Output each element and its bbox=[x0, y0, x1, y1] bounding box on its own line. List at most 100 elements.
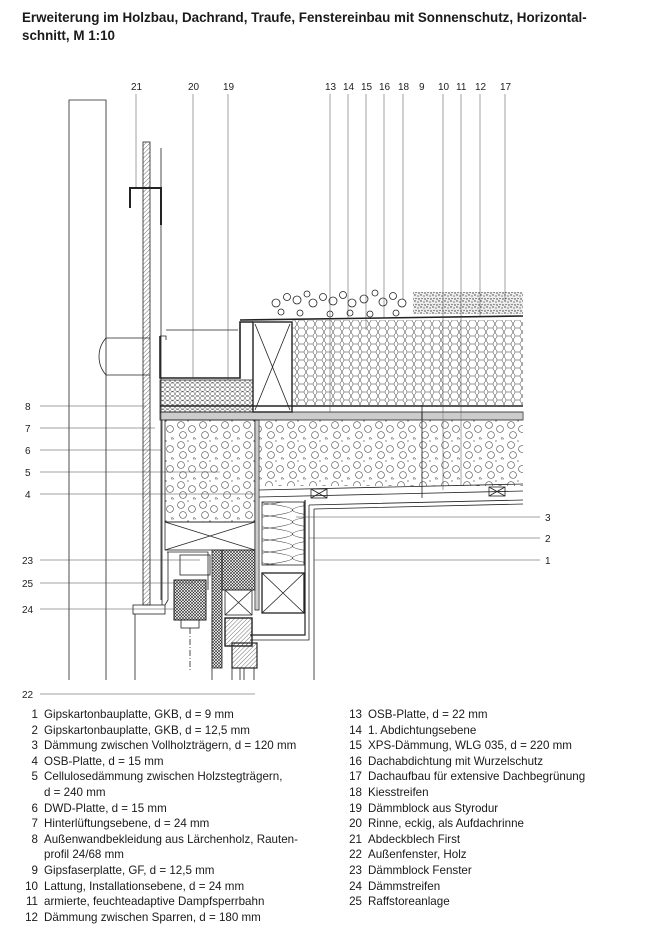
legend-item: 5 Cellulosedämmung zwischen Holzstegträge… bbox=[18, 769, 338, 800]
legend-number: 23 bbox=[349, 863, 362, 877]
legend-number: 3 bbox=[31, 739, 38, 753]
callout-16: 16 bbox=[379, 82, 391, 93]
legend-text: Dachaufbau für extensive Dachbegrünung bbox=[368, 770, 586, 784]
legend-text: Gipsfaserplatte, GF, d = 12,5 mm bbox=[44, 863, 215, 877]
leader-lines bbox=[40, 94, 540, 695]
legend-number: 19 bbox=[349, 801, 362, 815]
legend-text: Dämmstreifen bbox=[368, 879, 441, 893]
legend-number: 5 bbox=[31, 770, 38, 784]
legend-item: 24 Dämmstreifen bbox=[342, 879, 642, 895]
legend-text: Dämmung zwischen Sparren, d = 180 mm bbox=[44, 910, 261, 924]
legend-item: 10 Lattung, Installationsebene, d = 24 mm bbox=[18, 879, 338, 895]
legend-item: 14 1. Abdichtungsebene bbox=[342, 723, 642, 739]
legend-number: 20 bbox=[349, 817, 362, 831]
legend-number: 24 bbox=[349, 879, 362, 893]
legend-number: 25 bbox=[349, 895, 362, 909]
legend-text: Raffstoreanlage bbox=[368, 895, 450, 909]
callout-6: 6 bbox=[25, 446, 31, 457]
legend-text: Gipskartonbauplatte, GKB, d = 9 mm bbox=[44, 708, 234, 721]
callout-13: 13 bbox=[325, 82, 337, 93]
legend-number: 16 bbox=[349, 754, 362, 768]
legend-text: Gipskartonbauplatte, GKB, d = 12,5 mm bbox=[44, 723, 250, 737]
legend-number: 12 bbox=[25, 910, 38, 924]
callout-22: 22 bbox=[22, 690, 34, 700]
legend-text: Rinne, eckig, als Aufdachrinne bbox=[368, 817, 524, 831]
legend-number: 8 bbox=[31, 832, 38, 846]
legend-item: 4 OSB-Platte, d = 15 mm bbox=[18, 754, 338, 770]
callout-14: 14 bbox=[343, 82, 355, 93]
callout-23: 23 bbox=[22, 556, 34, 567]
gravel-strip bbox=[271, 289, 407, 318]
callout-10: 10 bbox=[438, 82, 450, 93]
callout-1: 1 bbox=[545, 556, 551, 567]
legend-number: 21 bbox=[349, 832, 362, 846]
callout-7: 7 bbox=[25, 424, 31, 435]
legend-item: 3 Dämmung zwischen Vollholzträgern, d = 1… bbox=[18, 738, 338, 754]
legend-number: 10 bbox=[25, 879, 38, 893]
callout-2: 2 bbox=[545, 534, 551, 545]
legend-number: 4 bbox=[31, 754, 38, 768]
legend-number: 9 bbox=[31, 863, 38, 877]
legend-text: DWD-Platte, d = 15 mm bbox=[44, 801, 167, 815]
legend-text: Dämmblock Fenster bbox=[368, 863, 472, 877]
legend-number: 14 bbox=[349, 723, 362, 737]
legend-number: 1 bbox=[31, 708, 38, 721]
legend-text: armierte, feuchteadaptive Dampfsperrbahn bbox=[44, 895, 265, 909]
callout-19: 19 bbox=[223, 82, 235, 93]
section-drawing: 21 20 19 13 14 15 16 18 9 10 11 12 17 8 … bbox=[22, 82, 551, 700]
legend-text: Außenfenster, Holz bbox=[368, 848, 467, 862]
legend-number: 7 bbox=[31, 817, 38, 831]
legend-text: Dachabdichtung mit Wurzelschutz bbox=[368, 754, 544, 768]
callout-21: 21 bbox=[131, 82, 143, 93]
legend-item: 2 Gipskartonbauplatte, GKB, d = 12,5 mm bbox=[18, 723, 338, 739]
legend-number: 11 bbox=[25, 895, 38, 909]
legend-text: Lattung, Installationsebene, d = 24 mm bbox=[44, 879, 245, 893]
legend-number: 18 bbox=[349, 785, 362, 799]
construction bbox=[68, 99, 524, 680]
legend-item: 22 Außenfenster, Holz bbox=[342, 847, 642, 863]
legend-item: 9 Gipsfaserplatte, GF, d = 12,5 mm bbox=[18, 863, 338, 879]
callout-17: 17 bbox=[500, 82, 512, 93]
callout-25: 25 bbox=[22, 579, 34, 590]
title-line-1: Erweiterung im Holzbau, Dachrand, Traufe… bbox=[22, 10, 587, 25]
legend-item: 19 Dämmblock aus Styrodur bbox=[342, 801, 642, 817]
legend-text: OSB-Platte, d = 15 mm bbox=[44, 754, 164, 768]
callout-12: 12 bbox=[475, 82, 487, 93]
legend-number: 6 bbox=[31, 801, 38, 815]
callout-5: 5 bbox=[25, 468, 31, 479]
callout-24: 24 bbox=[22, 605, 34, 616]
legend-number: 22 bbox=[349, 848, 362, 862]
title-line-2: schnitt, M 1:10 bbox=[22, 28, 116, 43]
legend-text: Außenwandbekleidung aus Lärchenholz, Rau… bbox=[44, 832, 298, 862]
callout-9: 9 bbox=[419, 82, 425, 93]
callout-20: 20 bbox=[188, 82, 200, 93]
callout-numbers: 21 20 19 13 14 15 16 18 9 10 11 12 17 8 … bbox=[22, 82, 551, 700]
legend-number: 15 bbox=[349, 739, 362, 753]
legend-text: Hinterlüftungsebene, d = 24 mm bbox=[44, 817, 210, 831]
legend-text: 1. Abdichtungsebene bbox=[368, 723, 477, 737]
legend-item: 7 Hinterlüftungsebene, d = 24 mm bbox=[18, 816, 338, 832]
legend-text: Dämmung zwischen Vollholzträgern, d = 12… bbox=[44, 739, 297, 753]
legend-text: Cellulosedämmung zwischen Holzstegträger… bbox=[44, 770, 283, 799]
legend-number: 17 bbox=[349, 770, 362, 784]
legend-text: Dämmblock aus Styrodur bbox=[368, 801, 499, 815]
legend-item: 21 Abdeckblech First bbox=[342, 832, 642, 848]
callout-3: 3 bbox=[545, 513, 551, 524]
legend-item: 8 Außenwandbekleidung aus Lärchenholz, Ra… bbox=[18, 832, 338, 863]
legend-text: Abdeckblech First bbox=[368, 832, 461, 846]
callout-11: 11 bbox=[456, 82, 467, 93]
legend-item: 18 Kiesstreifen bbox=[342, 785, 642, 801]
legend-item: 23 Dämmblock Fenster bbox=[342, 863, 642, 879]
callout-18: 18 bbox=[398, 82, 410, 93]
legend-text: OSB-Platte, d = 22 mm bbox=[368, 708, 488, 721]
legend-item: 6 DWD-Platte, d = 15 mm bbox=[18, 801, 338, 817]
legend-item: 1 Gipskartonbauplatte, GKB, d = 9 mm bbox=[18, 707, 338, 723]
drawing-title: Erweiterung im Holzbau, Dachrand, Traufe… bbox=[22, 9, 652, 45]
legend-number: 2 bbox=[31, 723, 38, 737]
legend-item: 25 Raffstoreanlage bbox=[342, 894, 642, 910]
legend-text: Kiesstreifen bbox=[368, 785, 429, 799]
legend-item: 11 armierte, feuchteadaptive Dampfsperrba… bbox=[18, 894, 338, 910]
